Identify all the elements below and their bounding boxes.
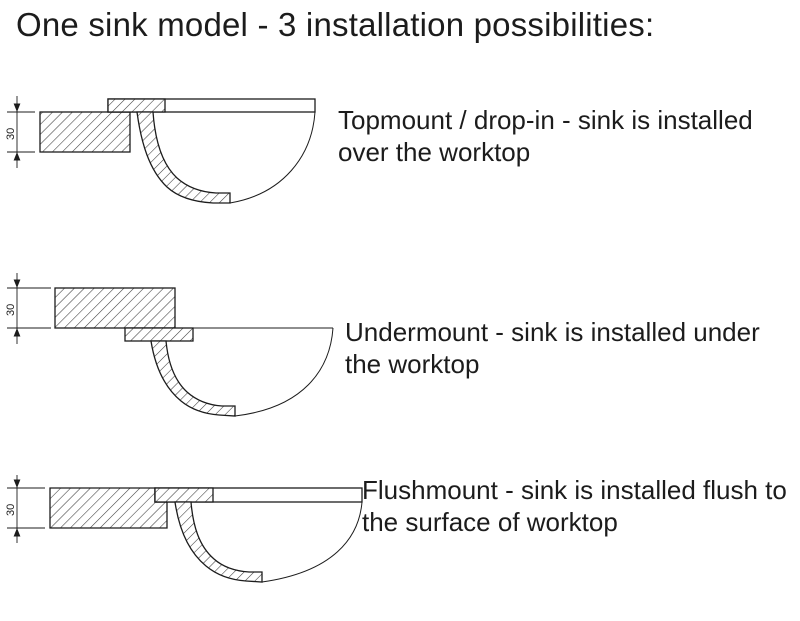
dimension-arrow-icon <box>13 152 21 161</box>
sink-rim-section <box>154 487 214 503</box>
sink-rim-section <box>124 327 194 342</box>
undermount-description: Undermount - sink is installed under the… <box>345 317 760 380</box>
sink-bowl-outline <box>229 111 316 204</box>
dimension-30: 30 <box>5 273 51 344</box>
worktop-section <box>39 111 131 153</box>
dimension-arrow-icon <box>13 528 21 537</box>
undermount-section-svg: 30 <box>5 273 334 417</box>
flushmount-section-svg: 30 <box>5 475 363 583</box>
dimension-arrow-icon <box>13 328 21 337</box>
topmount-section-svg: 30 <box>5 96 316 204</box>
sink-wall-section <box>136 111 231 204</box>
undermount-drawing: 30 <box>5 268 340 428</box>
dimension-label: 30 <box>5 128 17 140</box>
dimension-arrow-icon <box>13 103 21 112</box>
worktop-section <box>54 287 176 329</box>
flushmount-description: Flushmount - sink is installed flush to … <box>362 475 787 538</box>
flushmount-drawing: 30 <box>5 474 365 599</box>
dimension-arrow-icon <box>13 279 21 288</box>
sink-wall-section <box>150 340 236 417</box>
sink-bowl-outline <box>261 501 363 583</box>
topmount-description: Topmount / drop-in - sink is installed o… <box>338 105 753 168</box>
topmount-drawing: 30 <box>5 80 335 235</box>
dimension-arrow-icon <box>13 479 21 488</box>
sink-bowl-outline <box>234 327 334 417</box>
dimension-label: 30 <box>5 504 17 516</box>
page-title: One sink model - 3 installation possibil… <box>16 6 655 43</box>
dimension-30: 30 <box>5 96 35 168</box>
sink-wall-section <box>174 501 263 583</box>
dimension-label: 30 <box>5 304 17 316</box>
sink-rim-section <box>107 98 166 113</box>
dimension-30: 30 <box>5 475 45 543</box>
worktop-section <box>49 487 168 529</box>
